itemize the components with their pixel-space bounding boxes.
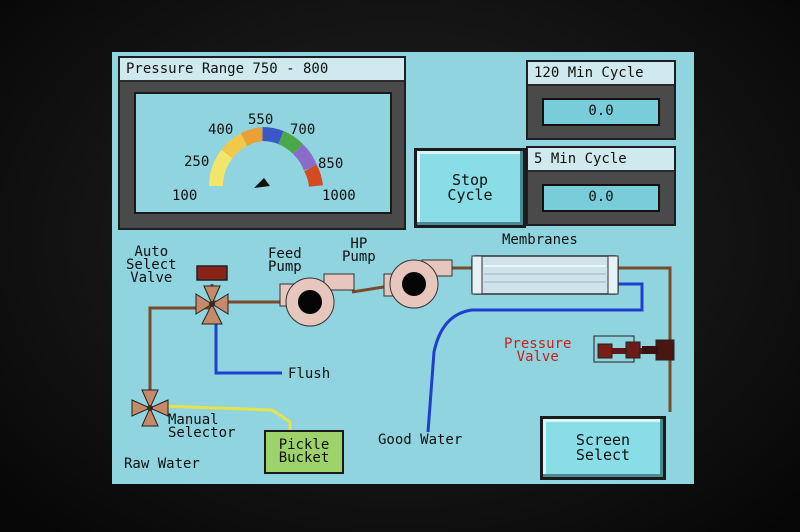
cycle-5-panel: 5 Min Cycle 0.0 <box>526 146 676 226</box>
good-water-line <box>426 282 644 433</box>
manual-selector-label: Manual Selector <box>168 412 236 441</box>
auto-select-valve-icon[interactable] <box>195 265 229 325</box>
flush-line <box>214 324 282 375</box>
pressure-gauge-panel: Pressure Range 750 - 800 100 250 400 550… <box>118 56 406 230</box>
flush-label: Flush <box>288 366 331 382</box>
cycle-5-value: 0.0 <box>542 184 660 212</box>
hmi-screen: Pressure Range 750 - 800 100 250 400 550… <box>112 52 694 484</box>
pickle-line <box>161 404 292 432</box>
feed-pump-icon[interactable] <box>279 273 355 327</box>
cycle-120-title: 120 Min Cycle <box>528 62 674 86</box>
pickle-bucket-button[interactable]: Pickle Bucket <box>264 430 344 474</box>
membranes-vessel-icon[interactable] <box>471 255 619 295</box>
hp-pump-label: HP Pump <box>342 236 376 265</box>
gauge-tick-700: 700 <box>290 122 316 138</box>
manual-selector-icon[interactable] <box>131 389 169 427</box>
membranes-label: Membranes <box>502 232 578 248</box>
cycle-5-title: 5 Min Cycle <box>528 148 674 172</box>
gauge-tick-250: 250 <box>184 154 210 170</box>
pressure-range-title: Pressure Range 750 - 800 <box>120 58 404 82</box>
auto-select-valve-label: Auto Select Valve <box>126 244 177 286</box>
screen-select-button[interactable]: Screen Select <box>540 416 666 480</box>
pressure-valve-icon[interactable] <box>593 335 675 363</box>
hp-pump-icon[interactable] <box>383 259 453 309</box>
screen-select-label-2: Select <box>575 446 631 464</box>
gauge-tick-850: 850 <box>318 156 344 172</box>
process-diagram <box>131 255 675 433</box>
gauge-arc <box>209 127 323 188</box>
gauge-tick-1000: 1000 <box>322 188 356 204</box>
gauge-tick-100: 100 <box>172 188 198 204</box>
raw-water-label: Raw Water <box>124 456 200 472</box>
stop-cycle-button[interactable]: Stop Cycle <box>414 148 526 228</box>
feed-pump-label: Feed Pump <box>268 246 302 275</box>
pressure-gauge <box>209 127 323 188</box>
gauge-face: 100 250 400 550 700 850 1000 <box>134 92 392 214</box>
gauge-needle <box>254 178 270 188</box>
raw-water-pipe <box>148 306 212 400</box>
cycle-120-panel: 120 Min Cycle 0.0 <box>526 60 676 140</box>
pressure-valve-label: Pressure Valve <box>504 336 572 365</box>
gauge-tick-550: 550 <box>248 112 274 128</box>
good-water-label: Good Water <box>378 432 463 448</box>
stop-cycle-label-2: Cycle <box>447 186 493 204</box>
stop-cycle-label-1: Stop <box>451 171 489 189</box>
gauge-tick-400: 400 <box>208 122 234 138</box>
screen-select-label-1: Screen <box>575 431 631 449</box>
cycle-120-value: 0.0 <box>542 98 660 126</box>
pickle-bucket-label-2: Bucket <box>278 450 330 466</box>
concentrate-pipe <box>617 266 672 412</box>
pickle-bucket-label-1: Pickle <box>278 437 330 453</box>
